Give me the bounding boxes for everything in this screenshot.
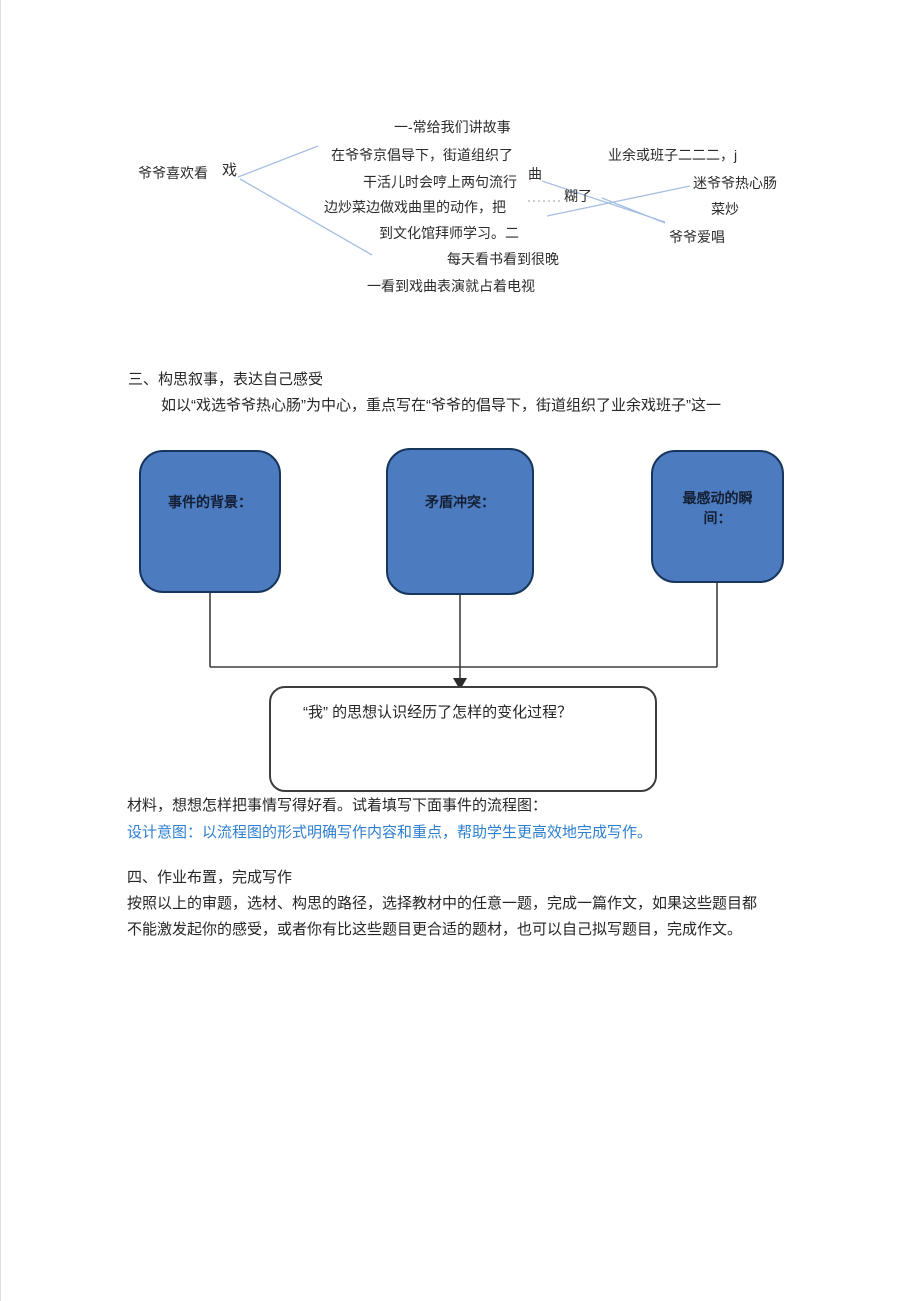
flowchart-box-background: 事件的背景： xyxy=(139,450,281,593)
flowchart-box-conflict-label: 矛盾冲突： xyxy=(425,494,495,510)
flowchart-result-label: “我” 的思想认识经历了怎样的变化过程？ xyxy=(303,704,573,721)
mindmap-node-qu: 曲 xyxy=(528,166,542,182)
flowchart-box-background-label: 事件的背景： xyxy=(168,494,252,510)
section-three-body: 如以“戏选爷爷热心肠”为中心，重点写在“爷爷的倡导下，街道组织了业余戏班子”这一 xyxy=(161,397,721,414)
flowchart-box-moment: 最感动的瞬间： xyxy=(651,450,784,583)
mindmap-node-warmhearted: 迷爷爷热心肠 xyxy=(693,175,777,191)
mindmap-line-hule-to-singing xyxy=(601,197,666,224)
flowchart-result-box: “我” 的思想认识经历了怎样的变化过程？ xyxy=(269,686,657,792)
mindmap-node-caichao: 菜炒 xyxy=(711,201,739,217)
mindmap-line-root-up xyxy=(237,145,319,178)
mindmap-node-organize: 在爷爷京倡导下，街道组织了 xyxy=(331,147,513,163)
mindmap-root-node: 戏 xyxy=(222,162,238,179)
mindmap-node-culture-hall: 到文化馆拜师学习。二 xyxy=(379,225,519,241)
mindmap-node-loves-singing: 爷爷爱唱 xyxy=(669,229,725,245)
mindmap-node-troupe: 业余或班子二二二，j xyxy=(608,147,738,163)
mindmap-node-cooking: 边炒菜边做戏曲里的动作，把 xyxy=(324,199,506,215)
mindmap-node-hule: 糊了 xyxy=(564,188,592,204)
mindmap-node-story: 一-常给我们讲故事 xyxy=(394,119,511,135)
section-four-heading: 四、作业布置，完成写作 xyxy=(127,869,293,886)
after-chart-line: 材料，想想怎样把事情写得好看。试着填写下面事件的流程图： xyxy=(127,797,548,814)
flowchart-box-moment-label: 最感动的瞬间： xyxy=(682,490,753,526)
mindmap-node-humming: 干活儿时会哼上两句流行 xyxy=(363,174,517,190)
section-three-heading: 三、构思叙事，表达自己感受 xyxy=(128,371,324,388)
mindmap-node-reading: 每天看书看到很晚 xyxy=(447,251,559,267)
section-four-line2: 不能激发起你的感受，或者你有比这些题目更合适的题材，也可以自己拟写题目，完成作文… xyxy=(127,921,743,938)
mindmap-node-tv: 一看到戏曲表演就占着电视 xyxy=(367,278,535,294)
flowchart-box-conflict: 矛盾冲突： xyxy=(386,448,534,595)
mindmap-line-qu-to-singing xyxy=(541,180,666,223)
section-four-line1: 按照以上的审题，选材、构思的路径，选择教材中的任意一题，完成一篇作文，如果这些题… xyxy=(127,895,758,912)
mindmap-line-root-down xyxy=(239,178,373,256)
mindmap-root-label: 爷爷喜欢看 xyxy=(138,165,208,181)
design-note: 设计意图：以流程图的形式明确写作内容和重点，帮助学生更高效地完成写作。 xyxy=(127,824,653,841)
